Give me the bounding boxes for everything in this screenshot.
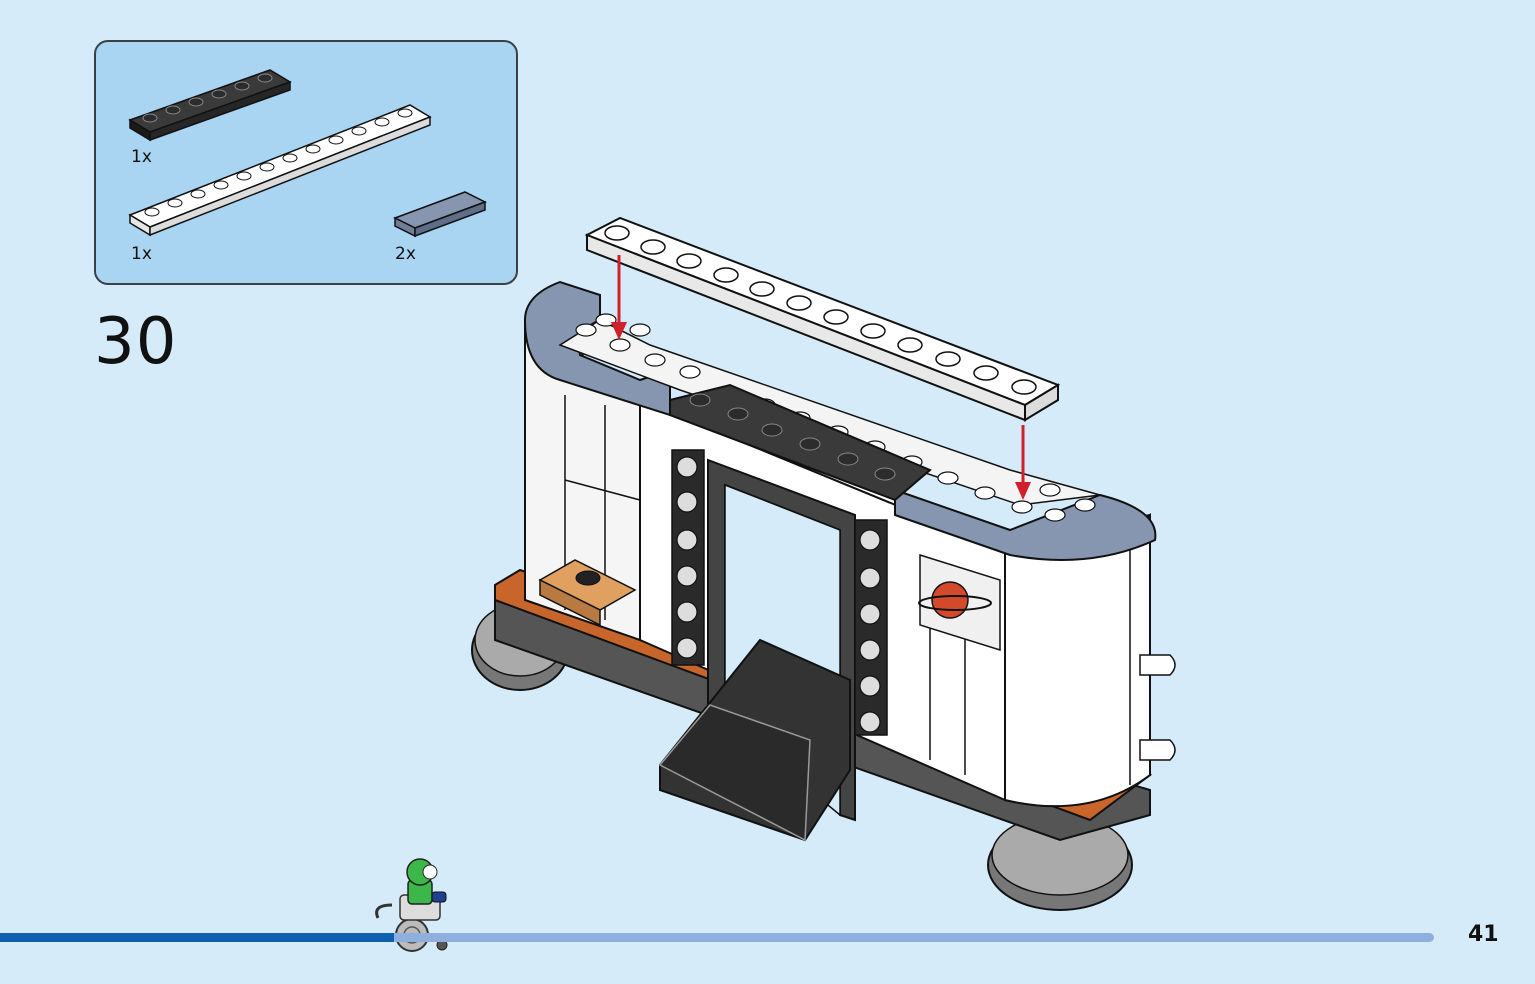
tile-quantity: 2x	[395, 244, 416, 264]
model-assembly	[471, 280, 1176, 911]
page-number: 41	[1468, 922, 1499, 947]
white-plate-1x12-part	[128, 104, 432, 237]
progress-bar	[0, 933, 1434, 942]
white-plate-quantity: 1x	[131, 244, 152, 264]
black-plate-quantity: 1x	[131, 147, 152, 167]
progress-bar-fill	[0, 933, 395, 942]
step-number: 30	[94, 305, 178, 379]
sand-blue-tile-part	[393, 191, 487, 238]
placement-arrows	[611, 255, 1031, 500]
white-plate-placement	[584, 216, 1061, 422]
black-plate-1x6-part	[128, 69, 292, 142]
